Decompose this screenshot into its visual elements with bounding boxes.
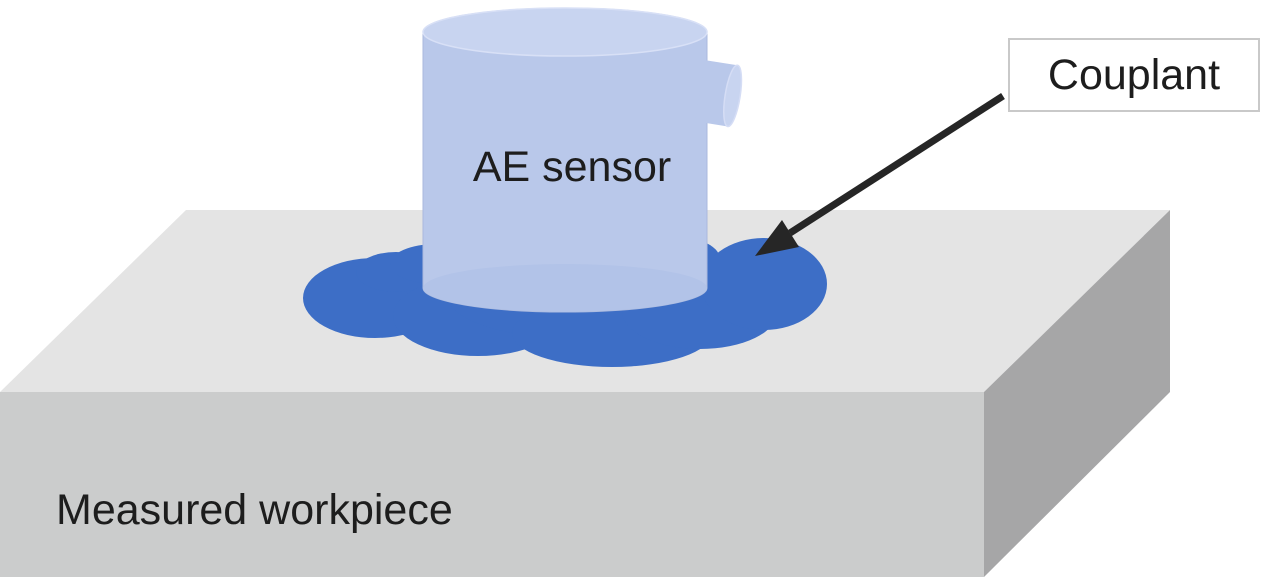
couplant-lobe [701,238,827,330]
sensor-top-face [422,7,708,57]
couplant-label-box: Couplant [1008,38,1260,112]
workpiece-front-face [0,392,984,577]
sensor-connector [695,60,743,128]
couplant-arrow-head [755,220,799,256]
measured-workpiece-label: Measured workpiece [56,486,453,534]
sensor-bottom-shading [423,264,707,312]
couplant-label: Couplant [1047,50,1221,99]
workpiece-side-face [984,210,1170,577]
sensor-cylinder [422,7,743,313]
couplant-arrow [755,93,1005,256]
couplant-arrow-line [788,93,1005,236]
sensor-connector-cap [723,64,743,128]
ae-sensor-label: AE sensor [472,142,672,191]
